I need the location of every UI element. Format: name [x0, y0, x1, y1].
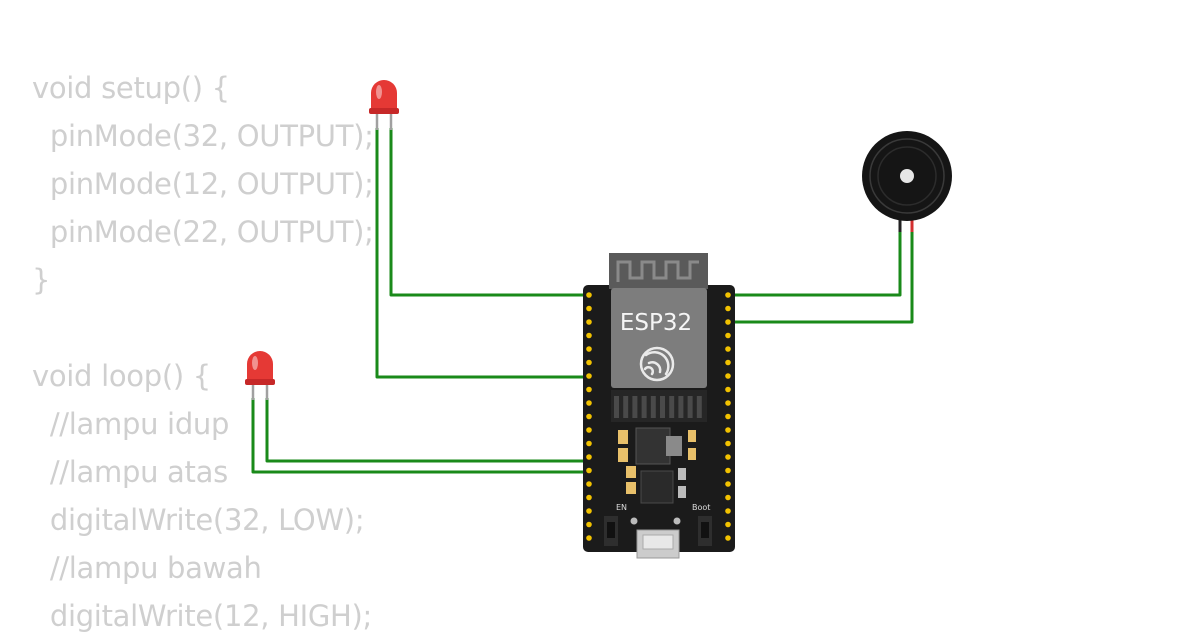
header-pin[interactable] — [725, 494, 731, 501]
header-pin[interactable] — [725, 467, 731, 474]
header-pin[interactable] — [586, 346, 592, 352]
header-pin[interactable] — [725, 413, 731, 420]
header-pin[interactable] — [586, 454, 592, 460]
module-pad — [632, 396, 638, 418]
header-pin[interactable] — [725, 535, 731, 541]
header-pin[interactable] — [586, 413, 592, 420]
code-line: void setup() { — [32, 71, 230, 105]
wire-buzzer-pos[interactable] — [728, 228, 914, 324]
header-pin[interactable] — [586, 467, 592, 474]
en-button-label: EN — [616, 503, 627, 512]
code-line: digitalWrite(12, HIGH); — [32, 599, 373, 633]
espressif-logo-icon — [639, 346, 675, 382]
code-line: } — [32, 263, 51, 297]
header-pin[interactable] — [586, 508, 592, 514]
wire-led2-anode[interactable] — [265, 398, 588, 463]
header-pin[interactable] — [725, 386, 731, 393]
module-pad — [623, 396, 629, 418]
header-pin[interactable] — [586, 481, 592, 487]
header-pin[interactable] — [725, 332, 731, 339]
module-pad — [696, 396, 702, 418]
header-pin[interactable] — [586, 373, 592, 379]
header-pin[interactable] — [725, 481, 731, 487]
header-pin[interactable] — [586, 386, 592, 393]
boot-button[interactable] — [698, 516, 712, 546]
header-pin[interactable] — [725, 359, 731, 366]
module-label: ESP32 — [620, 310, 692, 336]
module-pad — [669, 396, 675, 418]
header-pin[interactable] — [725, 373, 731, 379]
header-pin[interactable] — [725, 400, 731, 406]
code-line: void loop() { — [32, 359, 211, 393]
header-pin[interactable] — [725, 319, 731, 325]
header-pin[interactable] — [586, 427, 592, 433]
header-pin[interactable] — [586, 319, 592, 325]
header-pin[interactable] — [586, 521, 592, 528]
header-pin[interactable] — [586, 494, 592, 501]
header-pin[interactable] — [725, 305, 731, 312]
header-pin[interactable] — [586, 292, 592, 298]
wire-led2-cathode[interactable] — [251, 398, 588, 474]
header-pin[interactable] — [586, 440, 592, 447]
code-line: pinMode(22, OUTPUT); — [32, 215, 374, 249]
header-pin[interactable] — [725, 521, 731, 528]
code-line: //lampu atas — [32, 455, 228, 489]
header-pin[interactable] — [725, 427, 731, 433]
antenna-trace — [616, 260, 699, 282]
led-bottom-rim — [245, 379, 275, 385]
code-line: //lampu idup — [32, 407, 230, 441]
header-pin[interactable] — [725, 508, 731, 514]
wires — [251, 128, 914, 474]
header-pin[interactable] — [725, 454, 731, 460]
header-pin[interactable] — [586, 332, 592, 339]
wire-buzzer-neg[interactable] — [728, 228, 902, 297]
code-line: //lampu bawah — [32, 551, 262, 585]
led-bottom-body — [247, 351, 273, 384]
buzzer[interactable] — [862, 131, 952, 232]
header-pin[interactable] — [725, 346, 731, 352]
code-line: pinMode(32, OUTPUT); — [32, 119, 374, 153]
header-pin[interactable] — [586, 305, 592, 312]
header-pin[interactable] — [586, 535, 592, 541]
module-pad — [687, 396, 693, 418]
pin-header-right — [725, 292, 731, 541]
module-pad — [660, 396, 665, 418]
usb-connector[interactable] — [630, 517, 681, 559]
en-button[interactable] — [604, 516, 618, 546]
esp32-module — [611, 288, 707, 388]
code-line: digitalWrite(32, LOW); — [32, 503, 365, 537]
module-pad — [641, 396, 647, 418]
wire-led1-anode[interactable] — [389, 128, 588, 297]
wire-led1-cathode[interactable] — [375, 128, 588, 379]
module-pad — [650, 396, 656, 418]
led-top[interactable] — [369, 80, 399, 130]
header-pin[interactable] — [586, 359, 592, 366]
header-pin[interactable] — [725, 292, 731, 298]
esp32-board[interactable]: ESP32 EN Boot — [583, 253, 735, 559]
header-pin[interactable] — [725, 440, 731, 447]
voltage-regulator — [635, 427, 671, 465]
led-top-body — [371, 80, 397, 113]
buzzer-hole — [900, 169, 914, 183]
module-pads — [614, 396, 702, 418]
led-bottom[interactable] — [245, 351, 275, 400]
led-top-rim — [369, 108, 399, 114]
usb-chip — [640, 470, 674, 504]
pin-header-left — [586, 292, 592, 541]
header-pin[interactable] — [586, 400, 592, 406]
antenna-area — [609, 253, 708, 289]
module-pad — [614, 396, 619, 418]
module-pad — [678, 396, 684, 418]
code-line: pinMode(12, OUTPUT); — [32, 167, 374, 201]
boot-button-label: Boot — [692, 503, 710, 512]
